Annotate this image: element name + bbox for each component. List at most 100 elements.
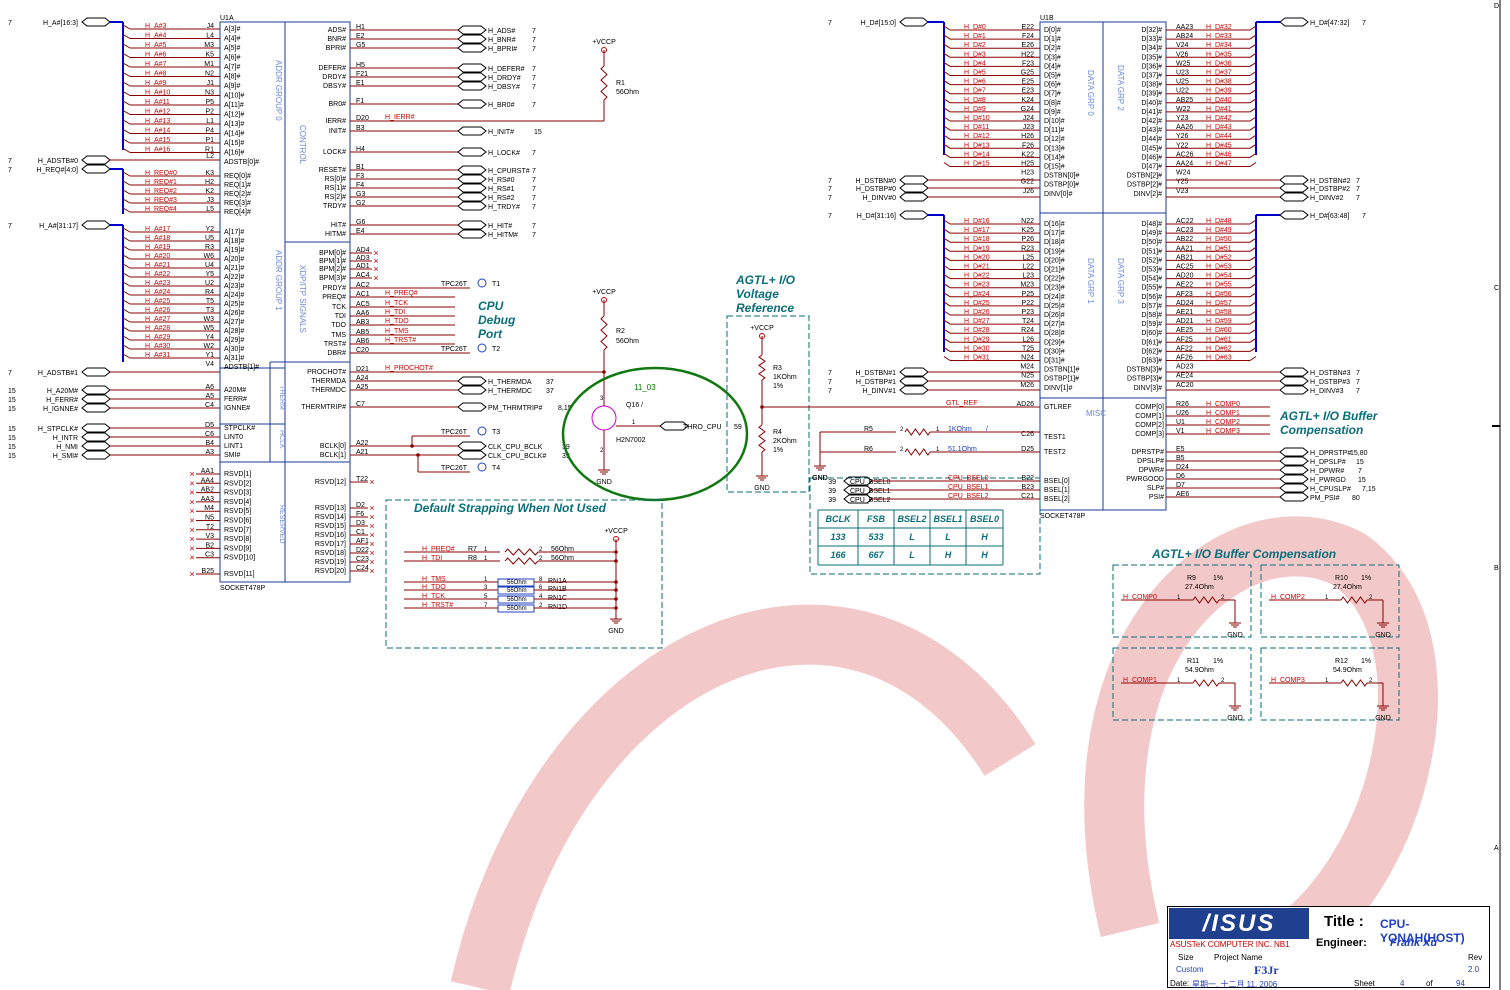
pin-name: D[56]# [1141, 294, 1162, 301]
net-label: H_D#55 [1206, 282, 1232, 289]
net-label: H_D#27 [964, 318, 990, 325]
r2-value: 56Ohm [616, 338, 639, 345]
pin-name: D[60]# [1141, 330, 1162, 337]
offpage-connector [457, 126, 487, 136]
no-connect-mark: × [369, 539, 374, 549]
q16-net: THRO_CPU [683, 424, 722, 431]
pin-name: A[21]# [224, 265, 244, 272]
net-label: H_PWRGD [1310, 477, 1346, 484]
pin-name: D[5]# [1044, 73, 1061, 80]
net-label: H_HITM# [488, 232, 518, 239]
net-label: CPU_BSEL2 [948, 493, 989, 500]
page-ref: 7 [828, 388, 832, 395]
offpage-connector [659, 421, 689, 431]
ball-label: AC20 [1176, 382, 1194, 389]
ball-label: B23 [1022, 484, 1035, 491]
ball-label: L26 [1022, 336, 1034, 343]
net-label: H_TRST# [422, 602, 453, 609]
offpage-connector [81, 441, 111, 451]
pin-number: 1 [1325, 595, 1329, 601]
pin-number: 3 [600, 396, 604, 402]
pin-name: D[37]# [1141, 73, 1162, 80]
pin-name: ADSTB[0]# [224, 159, 259, 166]
pin-name: D[58]# [1141, 312, 1162, 319]
testpoint-ref: T3 [492, 429, 500, 436]
bus-entry [943, 219, 951, 225]
q16-symbol [591, 405, 617, 431]
page-ref: 7 [532, 84, 536, 91]
ball-label: U5 [205, 235, 214, 242]
pin-name: D[36]# [1141, 63, 1162, 70]
project-name: F3Jr [1254, 963, 1279, 977]
pin-name: A[14]# [224, 131, 244, 138]
pin-name: RSVD[6] [224, 518, 251, 525]
pin-name: RSVD[13] [315, 505, 346, 512]
pin-number: 8 [539, 577, 543, 583]
net-label: H_D#3 [964, 51, 986, 58]
pin-name: D[12]# [1044, 136, 1065, 143]
bus-entry [1249, 143, 1257, 149]
page-ref: 7 [1362, 20, 1366, 27]
pin-name: RSVD[10] [224, 555, 255, 562]
pin-number: 2 [1221, 595, 1225, 601]
net-label: H_CPURST# [488, 168, 530, 175]
bus-entry [943, 328, 951, 334]
net-label: H_A#9 [145, 80, 167, 87]
page-ref: 7 [828, 20, 832, 27]
ball-label: R3 [205, 244, 214, 251]
junction-dot [416, 453, 420, 457]
ball-label: A25 [356, 384, 369, 391]
offpage-connector [899, 385, 929, 395]
bus-entry [122, 119, 131, 125]
page-ref: 15 [1356, 459, 1364, 466]
rev-label: Rev [1468, 953, 1483, 962]
pin-name: RESET# [319, 167, 346, 174]
table-cell: L [909, 550, 915, 560]
ball-label: N2 [205, 71, 214, 78]
bus-entry [943, 125, 951, 131]
net-label: H_D#47 [1206, 161, 1232, 168]
bus-entry [122, 34, 131, 39]
ball-label: D21 [356, 366, 369, 373]
net-label: H_REQ#1 [145, 179, 177, 186]
u1a-part: SOCKET478P [220, 585, 265, 592]
ball-label: AC23 [1176, 227, 1194, 234]
bus-entry [122, 308, 131, 314]
bus-entry [943, 152, 951, 158]
comp-resistor-value: 27.4Ohm [1333, 584, 1362, 591]
ball-label: V24 [1176, 42, 1189, 49]
ball-label: AB3 [356, 319, 369, 326]
pin-name: A[30]# [224, 346, 244, 353]
ball-label: AE24 [1176, 373, 1193, 380]
bus-entry [122, 62, 131, 68]
bus-entry [122, 180, 131, 186]
testpoint-name: TPC26T [441, 429, 468, 436]
net-label: H_DBSY# [488, 84, 520, 91]
pin-name: FERR# [224, 396, 247, 403]
net-label: H_D#60 [1206, 327, 1232, 334]
no-connect-mark: × [369, 512, 374, 522]
ball-label: N24 [1021, 355, 1034, 362]
ball-label: T25 [1022, 345, 1034, 352]
net-label: H_A#17 [145, 226, 170, 233]
bus-entry [1249, 346, 1257, 352]
pin-name: D[43]# [1141, 127, 1162, 134]
comp-box [1112, 647, 1252, 721]
pin-name: RSVD[12] [315, 479, 346, 486]
net-label: CLK_CPU_BCLK [488, 444, 543, 451]
net-label: H_D#[15:0] [861, 20, 896, 27]
no-connect-mark: × [189, 478, 194, 488]
ball-label: J1 [207, 80, 215, 87]
ball-label: C7 [356, 401, 365, 408]
ball-label: D3 [356, 520, 365, 527]
ball-label: AF23 [1176, 291, 1193, 298]
offpage-connector [899, 367, 929, 377]
ball-label: A22 [356, 440, 369, 447]
offpage-connector [457, 72, 487, 82]
offpage-connector [81, 403, 111, 413]
ball-label: J4 [207, 23, 215, 30]
comp-resistor [1192, 596, 1220, 604]
rev-value: 2.0 [1468, 965, 1480, 974]
vref-box [726, 315, 810, 493]
r1-ref: R1 [616, 80, 625, 87]
